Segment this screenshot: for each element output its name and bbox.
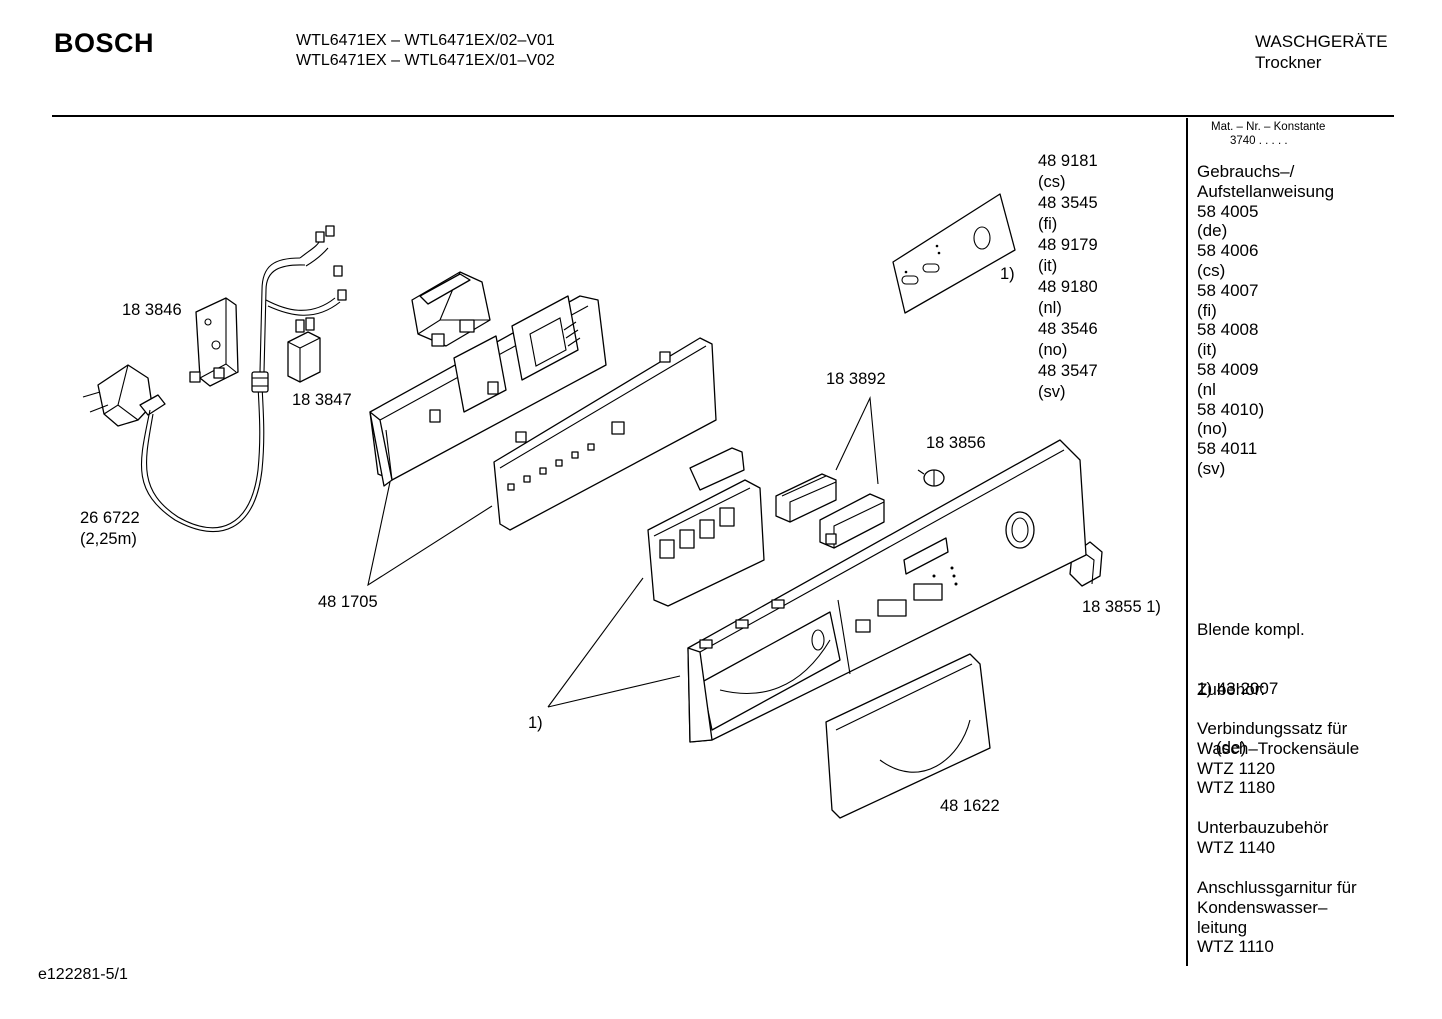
- manual-line: 58 4005: [1197, 201, 1259, 221]
- variant-line: 48 3545: [1038, 194, 1098, 212]
- variant-line: 48 3546: [1038, 320, 1098, 338]
- brand-logo: BOSCH: [54, 28, 155, 58]
- manual-line: (sv): [1197, 458, 1226, 478]
- zubehor-block-2: Unterbauzubehör WTZ 1140: [1197, 818, 1328, 858]
- label-ref-1-plate: 1): [1000, 265, 1015, 283]
- mat-nr-label: Mat. – Nr. – Konstante: [1211, 121, 1326, 133]
- control-panel-fascia: [687, 439, 1087, 743]
- variant-line: 48 9181: [1038, 152, 1098, 170]
- category-subtitle: Trockner: [1255, 53, 1322, 72]
- manual-line: (fi): [1197, 300, 1217, 320]
- manual-list: Gebrauchs–/ Aufstellanweisung 58 4005 (d…: [1197, 162, 1334, 479]
- blende-block: Blende kompl. 1) 43 2007 (de): [1197, 580, 1305, 778]
- part-183847-connector: [287, 317, 321, 383]
- zubehor-line: WTZ 1120: [1197, 758, 1276, 778]
- blende-line: (de): [1197, 738, 1247, 758]
- variant-line: (nl): [1038, 299, 1062, 317]
- zubehor-line: Anschlussgarnitur für: [1197, 878, 1357, 897]
- model-line-1: WTL6471EX – WTL6471EX/02–V01: [296, 32, 555, 49]
- variant-line: (no): [1038, 341, 1068, 359]
- zubehor-line: Kondenswasser–: [1197, 897, 1328, 917]
- category: WASCHGERÄTE Trockner: [1255, 31, 1388, 73]
- manual-line: (it): [1197, 340, 1217, 360]
- variant-line: (cs): [1038, 173, 1066, 191]
- drawing-id: e122281-5/1: [38, 966, 128, 983]
- label-183856: 18 3856: [926, 434, 986, 452]
- part-481705-button-board: [493, 337, 717, 531]
- label-ref-1: 1): [528, 714, 543, 732]
- manual-line: 58 4009: [1197, 359, 1259, 379]
- category-title: WASCHGERÄTE: [1255, 32, 1388, 51]
- part-183892-modules: [775, 473, 885, 549]
- power-plug-with-cable: [82, 225, 347, 533]
- button-carrier: [647, 447, 765, 607]
- zubehor-line: Wasch–Trockensäule: [1197, 738, 1360, 758]
- label-481622: 48 1622: [940, 797, 1000, 815]
- manual-line: 58 4008: [1197, 320, 1259, 340]
- header-divider: [52, 115, 1394, 117]
- zubehor-line: WTZ 1180: [1197, 778, 1276, 798]
- zubehor-line: leitung: [1197, 917, 1248, 937]
- part-481622-drawer-handle: [825, 653, 991, 819]
- leader-lines: [367, 395, 879, 708]
- zubehor-line: Unterbauzubehör: [1197, 818, 1329, 837]
- part-183846-filter: [189, 297, 239, 387]
- manual-line: 58 4010): [1197, 399, 1265, 419]
- model-line-2: WTL6471EX – WTL6471EX/01–V02: [296, 52, 555, 69]
- label-266722: 26 6722: [80, 509, 140, 527]
- variant-line: (it): [1038, 257, 1058, 275]
- part-481705-frame: [369, 295, 607, 487]
- variant-line: (sv): [1038, 383, 1066, 401]
- mat-nr-header: Mat. – Nr. – Konstante 3740 . . . . .: [1211, 120, 1325, 148]
- manual-line: 58 4011: [1197, 439, 1258, 459]
- control-module-top: [411, 271, 491, 347]
- manual-line: (nl: [1197, 379, 1216, 399]
- mat-nr-value: 3740 . . . . .: [1230, 135, 1288, 147]
- zubehor-block-3: Anschlussgarnitur für Kondenswasser– lei…: [1197, 878, 1357, 957]
- label-183847: 18 3847: [292, 391, 352, 409]
- variant-list: 48 9181 (cs) 48 3545 (fi) 48 9179 (it) 4…: [1038, 151, 1098, 403]
- variant-line: (fi): [1038, 215, 1058, 233]
- variant-line: 48 9179: [1038, 236, 1098, 254]
- zubehor-line: Verbindungssatz für: [1197, 719, 1348, 738]
- zubehor-line: WTZ 1140: [1197, 837, 1276, 857]
- part-183856-knob: [917, 469, 945, 487]
- manual-line: (de): [1197, 221, 1228, 241]
- sidebar-divider: [1186, 118, 1188, 966]
- model-numbers: WTL6471EX – WTL6471EX/02–V01 WTL6471EX –…: [296, 31, 555, 71]
- label-183892: 18 3892: [826, 370, 886, 388]
- label-plate: [892, 193, 1016, 314]
- variant-line: 48 3547: [1038, 362, 1098, 380]
- manual-line: 58 4006: [1197, 241, 1259, 261]
- label-183855: 18 3855 1): [1082, 598, 1161, 616]
- manual-line: (no): [1197, 419, 1228, 439]
- manual-line: Gebrauchs–/: [1197, 162, 1295, 181]
- zubehor-block-1: Verbindungssatz für Wasch–Trockensäule W…: [1197, 719, 1359, 798]
- zubehor-title: Zubehör:: [1197, 680, 1266, 699]
- manual-line: Aufstellanweisung: [1197, 181, 1335, 201]
- label-266722-length: (2,25m): [80, 530, 137, 548]
- label-481705: 48 1705: [318, 593, 378, 611]
- manual-line: (cs): [1197, 260, 1226, 280]
- variant-line: 48 9180: [1038, 278, 1098, 296]
- blende-line: Blende kompl.: [1197, 619, 1305, 639]
- zubehor-line: WTZ 1110: [1197, 937, 1274, 957]
- manual-line: 58 4007: [1197, 280, 1259, 300]
- label-183846: 18 3846: [122, 301, 182, 319]
- blende-line: 1) 43 2007: [1197, 678, 1279, 698]
